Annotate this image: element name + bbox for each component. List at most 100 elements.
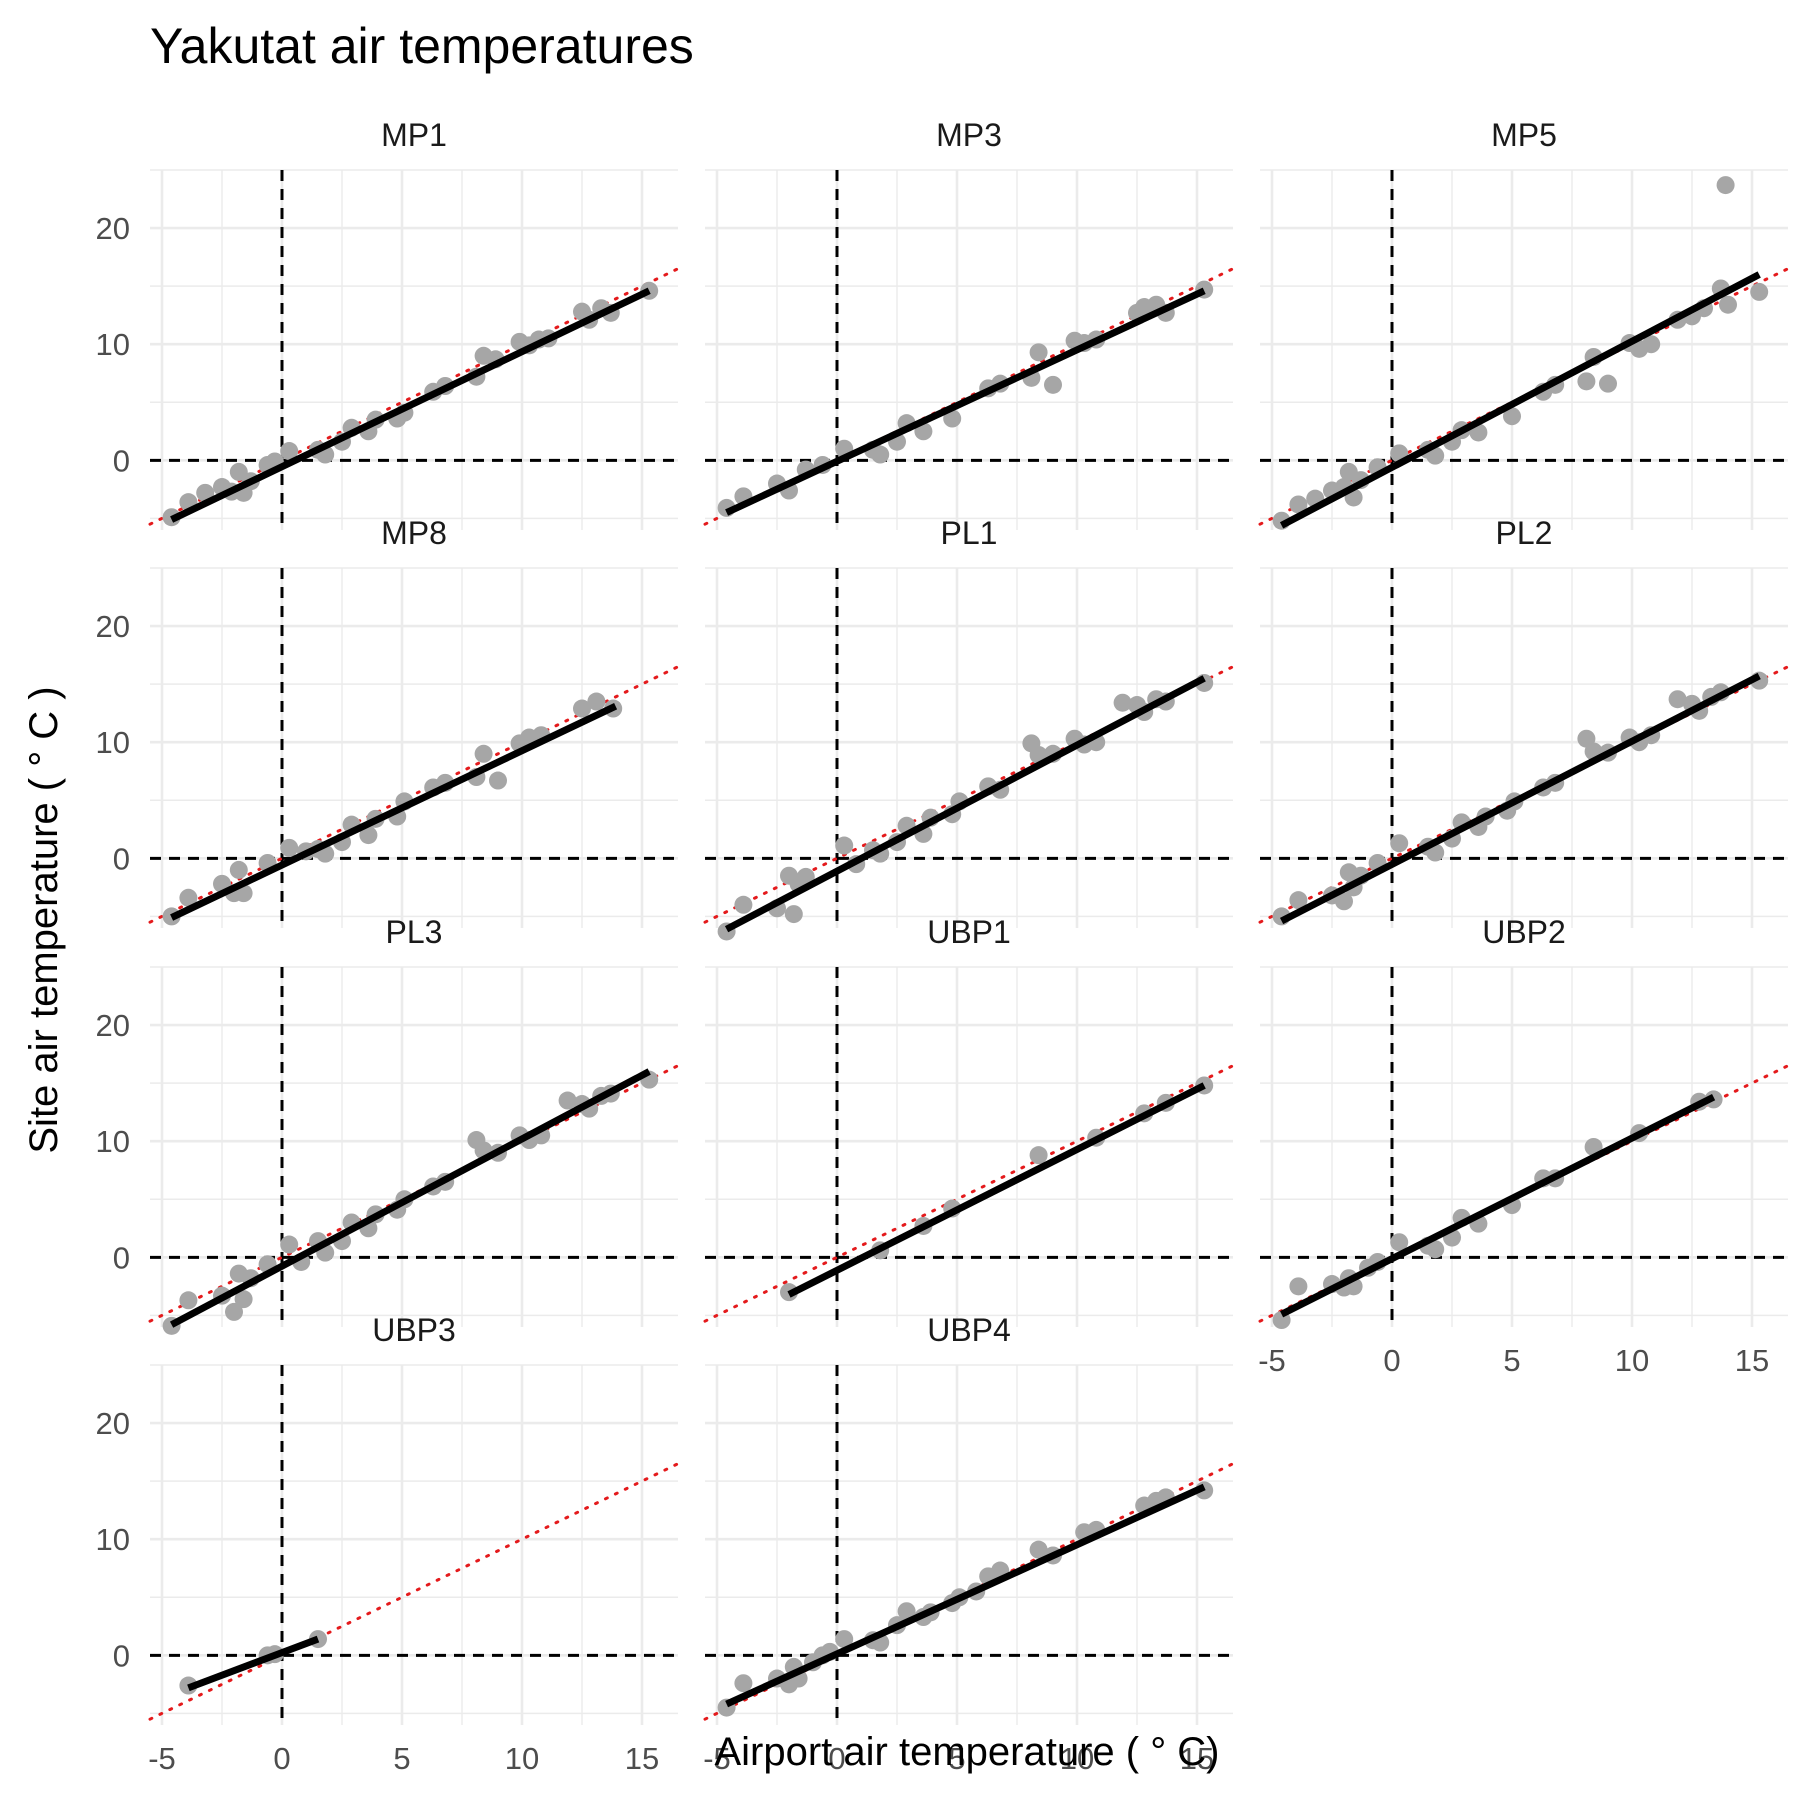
facet-strip-label: MP8: [381, 515, 447, 551]
data-point: [1289, 495, 1308, 514]
data-point: [897, 1602, 916, 1621]
y-tick-label: 10: [96, 1124, 130, 1159]
data-point: [1599, 374, 1617, 393]
facet-strip-label: PL3: [386, 914, 443, 950]
data-point: [1113, 693, 1132, 712]
data-point: [1719, 295, 1737, 314]
facet-panel-mp1: MP1 0 10 20: [96, 117, 680, 530]
y-tick-label: 0: [113, 841, 130, 876]
x-tick-label: 10: [1615, 1343, 1649, 1378]
facet-strip-label: UBP4: [927, 1312, 1011, 1348]
y-tick-label: 20: [96, 211, 130, 246]
data-point: [280, 838, 299, 857]
data-point: [1029, 1540, 1048, 1559]
data-point: [1335, 892, 1353, 911]
y-tick-label: 0: [113, 1240, 130, 1275]
facet-panel-pl3: PL3 0 10 20: [96, 914, 680, 1335]
chart-title: Yakutat air temperatures: [150, 18, 694, 74]
data-point: [179, 1291, 198, 1310]
data-point: [573, 699, 591, 718]
y-tick-label: 10: [96, 327, 130, 362]
data-point: [179, 888, 198, 907]
facet-strip-label: PL2: [1496, 515, 1553, 551]
x-tick-label: -5: [148, 1741, 176, 1776]
data-point: [196, 483, 215, 502]
facet-strip-label: UBP2: [1482, 914, 1566, 950]
data-point: [1029, 343, 1048, 362]
fit-line: [724, 675, 1206, 933]
data-point: [280, 1235, 299, 1254]
x-tick-label: -5: [703, 1741, 731, 1776]
data-point: [280, 442, 299, 461]
y-tick-label: 0: [113, 1638, 130, 1673]
data-point: [1426, 1240, 1445, 1259]
data-point: [835, 1630, 854, 1649]
facet-panel-ubp4: UBP4 -5 0 5 10 15: [703, 1312, 1235, 1776]
data-point: [1750, 282, 1769, 301]
data-point: [1426, 446, 1445, 465]
y-axis-title: Site air temperature ( ° C ): [22, 686, 66, 1153]
x-tick-label: 15: [1735, 1343, 1769, 1378]
facet-strip-label: MP5: [1491, 117, 1557, 153]
identity-line: [148, 665, 680, 924]
identity-line: [703, 1064, 1235, 1323]
data-point: [587, 692, 606, 711]
x-tick-label: 15: [1180, 1741, 1214, 1776]
fit-line: [1280, 672, 1761, 925]
data-point: [359, 826, 378, 845]
data-point: [234, 1290, 253, 1309]
x-tick-label: 10: [1060, 1741, 1094, 1776]
fit-line: [170, 703, 618, 921]
y-tick-label: 10: [96, 1522, 130, 1557]
data-point: [1503, 407, 1521, 426]
y-tick-label: 0: [113, 443, 130, 478]
facet-panel-pl1: PL1: [703, 515, 1235, 941]
facet-panel-pl2: PL2: [1258, 515, 1790, 928]
data-point: [225, 1302, 243, 1321]
x-tick-label: 0: [1383, 1343, 1400, 1378]
x-tick-label: 5: [948, 1741, 965, 1776]
x-tick-label: 5: [1503, 1343, 1520, 1378]
data-point: [1029, 1146, 1048, 1165]
data-point: [1642, 335, 1661, 354]
data-point: [229, 860, 248, 879]
data-point: [1390, 834, 1409, 853]
data-point: [871, 445, 890, 464]
fit-line: [170, 287, 651, 523]
data-point: [734, 895, 753, 914]
facet-panel-mp3: MP3: [703, 117, 1235, 530]
facet-strip-label: MP1: [381, 117, 447, 153]
fit-line: [169, 1068, 651, 1328]
identity-line: [148, 267, 680, 526]
data-point: [1390, 1233, 1409, 1252]
x-tick-label: 10: [505, 1741, 539, 1776]
facet-strip-label: UBP3: [372, 1312, 456, 1348]
y-tick-label: 20: [96, 609, 130, 644]
fit-line: [725, 287, 1206, 516]
data-point: [835, 836, 854, 855]
y-tick-label: 20: [96, 1008, 130, 1043]
x-tick-label: 0: [828, 1741, 845, 1776]
data-point: [734, 1674, 753, 1693]
fit-line: [725, 1483, 1206, 1708]
facet-panel-ubp1: UBP1: [703, 914, 1235, 1327]
facet-panel-mp8: MP8 0 10 20: [96, 515, 680, 928]
identity-line: [148, 1462, 680, 1721]
x-tick-label: 0: [273, 1741, 290, 1776]
fit-line: [1279, 271, 1761, 529]
facet-strip-label: MP3: [936, 117, 1002, 153]
x-tick-label: 15: [625, 1741, 659, 1776]
data-point: [1289, 891, 1308, 910]
y-tick-label: 10: [96, 725, 130, 760]
y-tick-label: 20: [96, 1406, 130, 1441]
data-point: [943, 409, 962, 428]
facet-panel-mp5: MP5: [1258, 117, 1790, 530]
facet-strip-label: UBP1: [927, 914, 1011, 950]
data-point: [558, 1091, 577, 1110]
fit-line: [1280, 1093, 1716, 1318]
fit-line: [187, 1635, 320, 1692]
